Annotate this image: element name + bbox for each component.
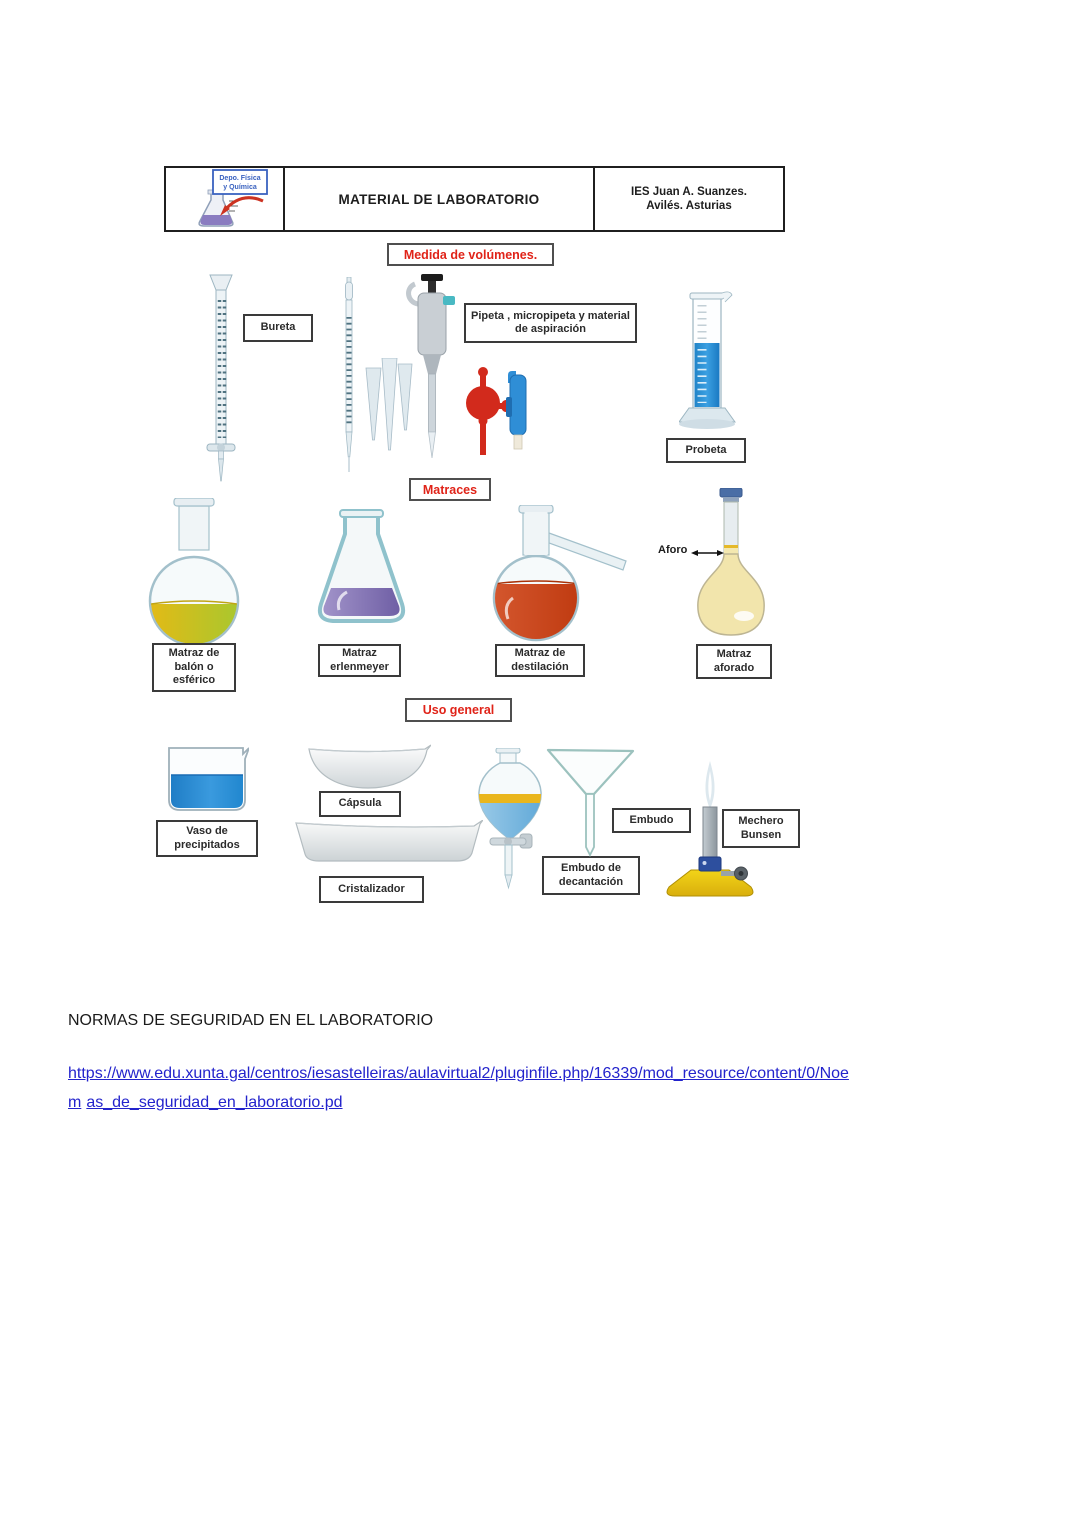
aforo-arrow-icon bbox=[691, 550, 724, 556]
safety-rules-link-block: https://www.edu.xunta.gal/centros/iesast… bbox=[68, 1059, 1018, 1117]
funnel-icon bbox=[546, 748, 635, 858]
label-matraz-destilacion: Matraz de destilación bbox=[495, 644, 585, 677]
balon-liquid bbox=[151, 604, 237, 644]
crystallizer-dish-icon bbox=[295, 820, 483, 862]
aforado-body bbox=[697, 553, 765, 636]
probeta-liquid bbox=[694, 343, 720, 407]
evaporating-dish-icon bbox=[308, 744, 431, 789]
volumetric-flask-icon bbox=[697, 488, 765, 636]
round-bottom-flask-icon bbox=[148, 498, 240, 646]
label-vaso-precipitados: Vaso de precipitados bbox=[156, 820, 258, 857]
label-mechero-bunsen: Mechero Bunsen bbox=[722, 809, 800, 848]
header-logo-cell: Depo. Física y Química bbox=[166, 168, 285, 230]
institution-name: IES Juan A. Suanzes. Avilés. Asturias bbox=[595, 168, 783, 230]
burner-barrel bbox=[702, 806, 718, 860]
safety-rules-link-line2-start[interactable]: m bbox=[68, 1094, 82, 1111]
aforo-mark bbox=[724, 545, 738, 548]
decant-blue-layer bbox=[478, 803, 542, 838]
department-logo-icon: Depo. Física y Química bbox=[197, 169, 268, 227]
institution-line1: IES Juan A. Suanzes. bbox=[631, 186, 747, 198]
label-matraz-balon: Matraz de balón o esférico bbox=[152, 643, 236, 692]
label-bureta: Bureta bbox=[243, 314, 313, 342]
label-cristalizador: Cristalizador bbox=[319, 876, 424, 903]
label-probeta: Probeta bbox=[666, 438, 746, 463]
section-medida-volumenes: Medida de volúmenes. bbox=[387, 243, 554, 266]
graduated-cylinder-icon bbox=[679, 291, 736, 429]
rubber-bulb-icon bbox=[466, 367, 511, 455]
erlenmeyer-flask-icon bbox=[317, 509, 406, 623]
burette-icon bbox=[206, 274, 236, 482]
micropipette-icon bbox=[406, 274, 455, 459]
section-uso-general: Uso general bbox=[405, 698, 512, 722]
logo-caption-line1: Depo. Física bbox=[219, 175, 260, 182]
section-matraces: Matraces bbox=[409, 478, 491, 501]
label-embudo-decantacion: Embudo de decantación bbox=[542, 856, 640, 895]
pipette-icon bbox=[345, 277, 353, 472]
label-capsula: Cápsula bbox=[319, 791, 401, 817]
page-title: NORMAS DE SEGURIDAD EN EL LABORATORIO bbox=[68, 1012, 434, 1029]
pipette-filler-icon bbox=[506, 371, 527, 450]
logo-flask-liquid bbox=[200, 215, 232, 225]
bunsen-burner-icon bbox=[666, 761, 754, 897]
figure-title: MATERIAL DE LABORATORIO bbox=[285, 168, 595, 230]
aforo-annotation: Aforo bbox=[658, 544, 688, 556]
micropipette-ejector bbox=[443, 296, 455, 305]
destilacion-liquid bbox=[495, 584, 577, 639]
distillation-flask-icon bbox=[492, 505, 627, 642]
institution-line2: Avilés. Asturias bbox=[646, 200, 732, 212]
label-embudo: Embudo bbox=[612, 808, 691, 833]
erlenmeyer-liquid bbox=[323, 588, 400, 616]
separating-funnel-icon bbox=[478, 748, 542, 890]
pipette-tips-icon bbox=[365, 358, 413, 451]
safety-rules-link-line2-rest[interactable]: as_de_seguridad_en_laboratorio.pd bbox=[86, 1094, 343, 1111]
logo-caption-line2: y Química bbox=[223, 184, 257, 191]
safety-rules-link-line1[interactable]: https://www.edu.xunta.gal/centros/iesast… bbox=[68, 1065, 849, 1082]
flask-cap bbox=[719, 488, 743, 498]
figure-header-table: Depo. Física y Química MATERIAL DE LABOR… bbox=[164, 166, 785, 232]
beaker-icon bbox=[168, 747, 249, 811]
label-matraz-erlenmeyer: Matraz erlenmeyer bbox=[318, 644, 401, 677]
decant-yellow-layer bbox=[478, 794, 542, 803]
burner-base bbox=[666, 869, 754, 897]
vaso-liquid bbox=[171, 775, 243, 808]
label-matraz-aforado: Matraz aforado bbox=[696, 644, 772, 679]
burner-collar bbox=[698, 856, 722, 872]
label-pipeta-micropipeta: Pipeta , micropipeta y material de aspir… bbox=[464, 303, 637, 343]
lab-material-figure: Depo. Física y Química MATERIAL DE LABOR… bbox=[148, 166, 800, 903]
